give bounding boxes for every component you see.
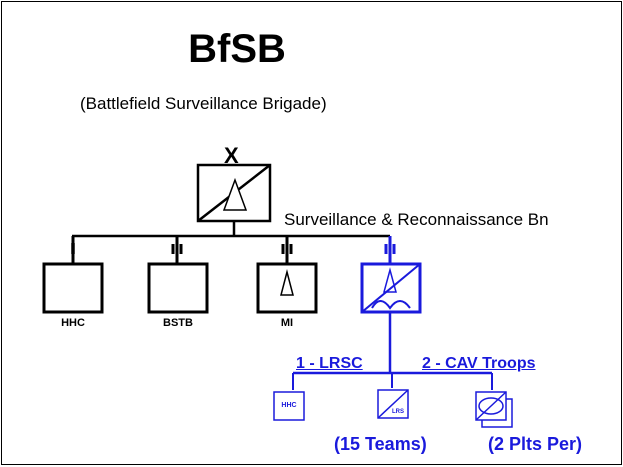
sub-hhc-symbol [273,391,305,421]
sub-lrs-symbol [377,389,409,419]
battalion-label: Surveillance & Reconnaissance Bn [284,210,549,229]
sub-lrs-label: LRS [392,409,404,415]
sr-battalion-symbol [360,236,422,314]
lrsc-label: 1 - LRSC [296,355,363,372]
bstb-label: BSTB [163,317,193,329]
teams-label: (15 Teams) [334,434,427,454]
brigade-symbol [196,163,272,223]
brigade-echelon: X [224,143,239,168]
sub-cav-symbol [475,391,513,428]
bstb-symbol [147,236,209,314]
sub-hhc-label: HHC [281,402,297,409]
mi-label: MI [280,317,294,329]
page-title: BfSB [188,27,286,71]
page-subtitle: (Battlefield Surveillance Brigade) [80,94,327,113]
platoons-label: (2 Plts Per) [488,434,583,454]
hhc-label: HHC [61,317,85,329]
mi-symbol [256,236,318,314]
hhc-symbol [42,236,104,314]
cav-troops-label: 2 - CAV Troops [422,355,536,372]
